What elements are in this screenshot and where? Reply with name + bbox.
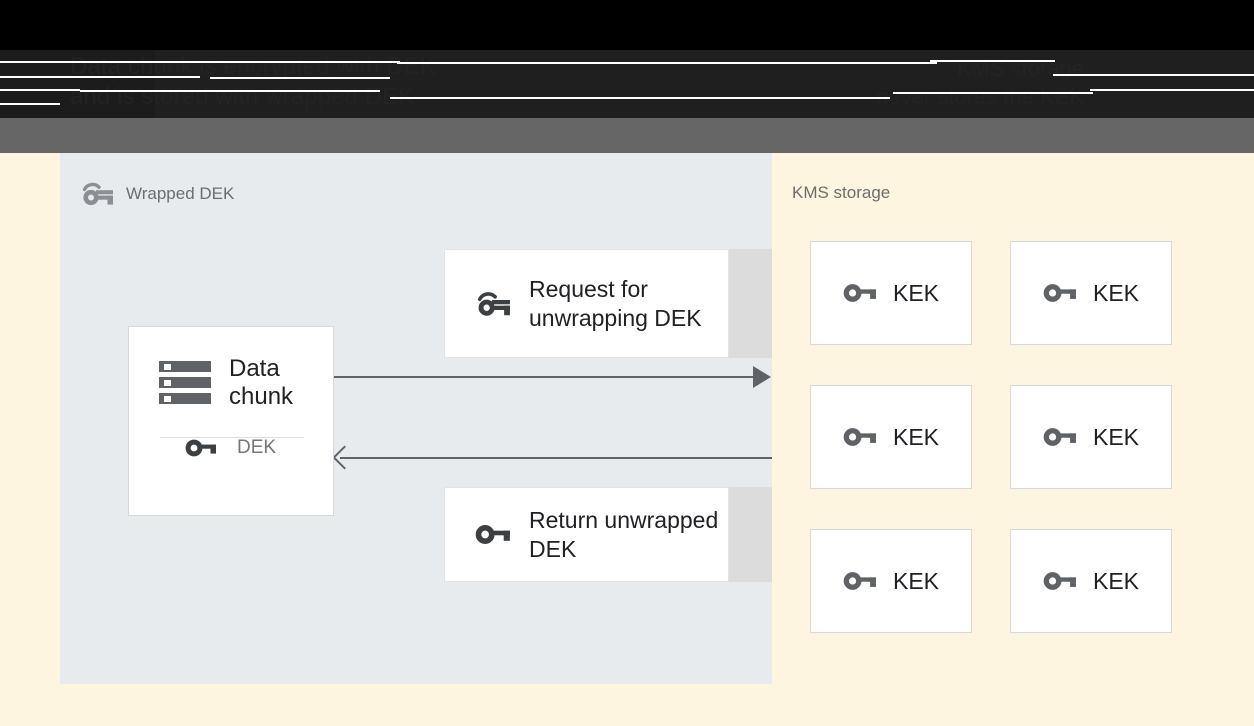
kek-label: KEK: [1092, 423, 1140, 450]
header-artifact-line: [0, 76, 200, 78]
arrow-to-kms-line: [334, 376, 764, 378]
obscured-header-band: Data chunk is encrypted with DEK and is …: [0, 0, 1254, 118]
kek-grid: KEK KEK KEK KEK KEK: [810, 241, 1172, 633]
toolbar-strip: [0, 118, 1254, 153]
kek-box[interactable]: KEK: [810, 529, 972, 633]
kek-label: KEK: [1092, 567, 1140, 594]
kek-label: KEK: [892, 279, 940, 306]
header-artifact-line: [210, 77, 390, 79]
kek-box[interactable]: KEK: [1010, 529, 1172, 633]
data-chunk-divider: [160, 437, 304, 438]
kek-box[interactable]: KEK: [810, 241, 972, 345]
kek-box[interactable]: KEK: [1010, 241, 1172, 345]
key-icon: [1043, 570, 1077, 592]
header-caption-right-line-2: never stores the KEK: [876, 84, 1084, 109]
header-artifact-line: [893, 92, 1093, 94]
header-caption-line-1: Data chunk is encrypted with DEK: [70, 53, 437, 80]
message-card-request-clip-overlay: [729, 249, 772, 358]
header-artifact-line: [0, 61, 400, 63]
kek-box[interactable]: KEK: [810, 385, 972, 489]
arrow-to-kms-head: [753, 366, 771, 388]
data-chunk-key-label: DEK: [237, 437, 277, 458]
message-card-request-unwrap[interactable]: Request for unwrapping DEK: [444, 249, 729, 358]
wrapped-key-icon: [80, 181, 114, 207]
kms-panel: KMS storage KEK KEK KEK: [772, 153, 1254, 726]
kek-label: KEK: [892, 567, 940, 594]
kek-box[interactable]: KEK: [1010, 385, 1172, 489]
data-chunk-card[interactable]: Data chunk DEK: [128, 326, 334, 516]
key-icon: [185, 438, 217, 458]
kms-panel-label-text: KMS storage: [792, 183, 891, 202]
data-chunk-key-row: DEK: [129, 411, 333, 459]
kek-label: KEK: [892, 423, 940, 450]
client-panel-label-text: Wrapped DEK: [126, 184, 235, 203]
header-artifact-line: [1090, 89, 1254, 91]
header-artifact-line: [397, 62, 937, 64]
header-artifact-line: [80, 90, 380, 92]
header-artifact-line: [1053, 74, 1254, 76]
key-icon: [1043, 282, 1077, 304]
header-caption-line-2: and is stored with wrapped DEK: [70, 83, 415, 110]
kek-label: KEK: [1092, 279, 1140, 306]
message-card-return-text: Return unwrapped DEK: [529, 506, 719, 562]
key-icon: [843, 570, 877, 592]
key-icon: [843, 282, 877, 304]
key-icon: [475, 523, 511, 546]
header-artifact-line: [390, 97, 890, 99]
header-artifact-line: [930, 60, 1055, 62]
wrapped-key-icon: [475, 290, 511, 318]
arrow-from-kms-line: [340, 457, 772, 459]
header-artifact-line: [0, 103, 60, 105]
message-card-return-unwrapped[interactable]: Return unwrapped DEK: [444, 487, 729, 582]
message-card-request-text: Request for unwrapping DEK: [529, 275, 702, 331]
kms-panel-label: KMS storage: [792, 183, 890, 203]
data-chunk-icon: [159, 360, 211, 406]
client-panel-label: Wrapped DEK: [80, 181, 234, 207]
data-chunk-card-header: Data chunk: [129, 327, 333, 411]
key-icon: [843, 426, 877, 448]
message-card-return-clip-overlay: [729, 487, 772, 582]
header-artifact-line: [0, 89, 80, 91]
data-chunk-title: Data chunk: [229, 355, 294, 410]
key-icon: [1043, 426, 1077, 448]
